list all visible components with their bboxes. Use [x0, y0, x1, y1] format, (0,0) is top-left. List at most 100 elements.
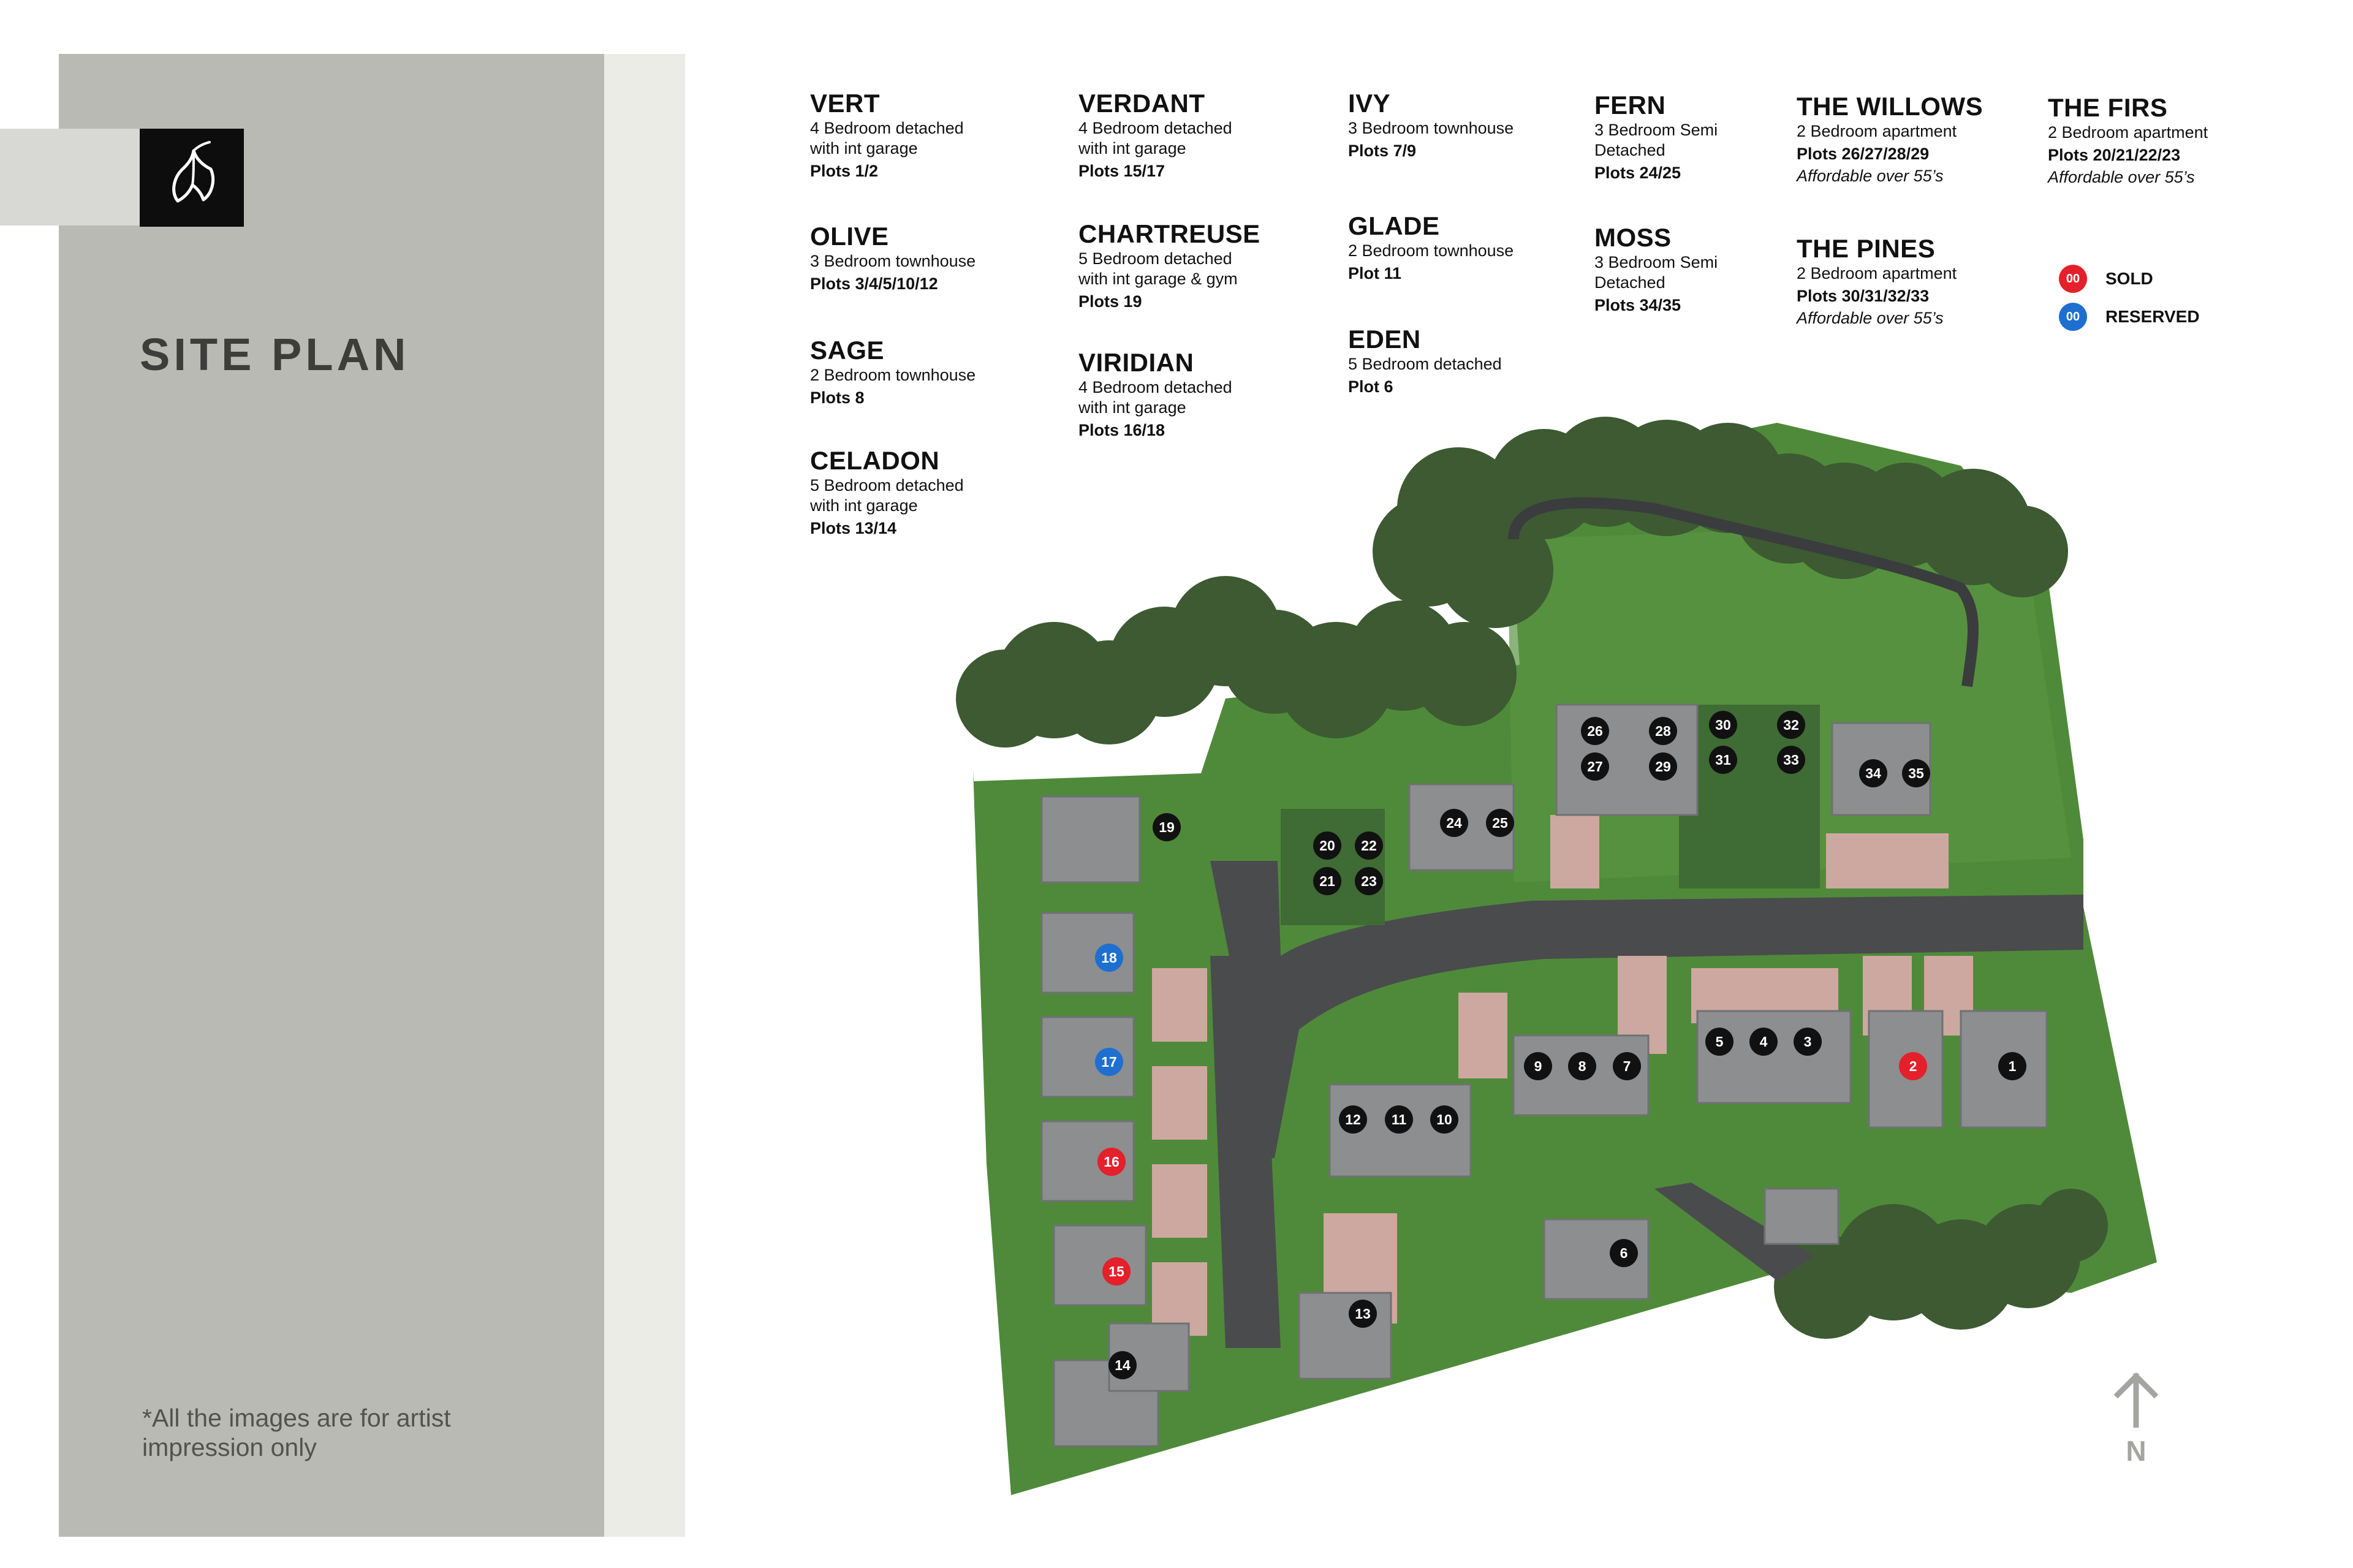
house-type-description: 3 Bedroom Semi	[1594, 121, 1718, 139]
plot-marker-10[interactable]: 10	[1430, 1105, 1458, 1134]
house-type-note: Affordable over 55’s	[2048, 168, 2195, 186]
plot-marker-28[interactable]: 28	[1649, 717, 1677, 745]
brand-logo	[140, 129, 244, 227]
legend-reserved: 00 RESERVED	[2059, 303, 2200, 331]
house-type-name: CHARTREUSE	[1078, 219, 1260, 248]
house-type-name: THE FIRS	[2048, 93, 2168, 122]
plot-marker-18[interactable]: 18	[1095, 944, 1123, 972]
house-type-description: 2 Bedroom apartment	[2048, 123, 2208, 142]
legend-sold: 00 SOLD	[2059, 265, 2153, 293]
plot-marker-2[interactable]: 2	[1899, 1052, 1927, 1080]
legend-sold-marker: 00	[2059, 265, 2087, 293]
house-type-plots: Plots 7/9	[1348, 142, 1417, 160]
plot-marker-31[interactable]: 31	[1709, 746, 1737, 774]
north-arrow-icon	[2113, 1372, 2159, 1428]
plot-marker-17[interactable]: 17	[1095, 1048, 1123, 1076]
house-type-description: 4 Bedroom detached	[810, 119, 964, 137]
side-road	[1654, 1183, 1814, 1281]
house-type-description: 3 Bedroom townhouse	[810, 252, 976, 270]
plot-marker-3[interactable]: 3	[1794, 1028, 1822, 1056]
plot-marker-13[interactable]: 13	[1349, 1300, 1377, 1328]
plot-marker-25[interactable]: 25	[1486, 809, 1514, 837]
plot-marker-21[interactable]: 21	[1313, 867, 1341, 895]
house-type-name: VERDANT	[1078, 89, 1205, 118]
plot-marker-35[interactable]: 35	[1902, 759, 1930, 787]
house-type-plots: Plots 3/4/5/10/12	[810, 275, 938, 293]
house-type-description: with int garage	[1078, 139, 1186, 157]
house-type-description: 3 Bedroom Semi	[1594, 253, 1718, 271]
house-type-plots: Plots 16/18	[1078, 421, 1165, 439]
plot-marker-23[interactable]: 23	[1355, 867, 1383, 895]
plot-marker-19[interactable]: 19	[1153, 813, 1181, 841]
house-type-name: VIRIDIAN	[1078, 348, 1194, 377]
north-label: N	[2126, 1435, 2146, 1467]
house-type-plots: Plots 20/21/22/23	[2048, 146, 2181, 164]
house-type-description: 2 Bedroom apartment	[1797, 122, 1957, 140]
tree-belt-south	[1774, 1189, 2108, 1339]
plot-marker-16[interactable]: 16	[1097, 1148, 1126, 1176]
plot-marker-14[interactable]: 14	[1108, 1351, 1137, 1379]
plot-marker-6[interactable]: 6	[1610, 1239, 1638, 1267]
house-type-name: IVY	[1348, 89, 1391, 118]
house-type-description: with int garage	[810, 139, 918, 157]
tree-belt-north	[956, 417, 2068, 748]
plot-marker-5[interactable]: 5	[1705, 1028, 1733, 1056]
house-type-name: EDEN	[1348, 325, 1421, 354]
plot-marker-15[interactable]: 15	[1102, 1257, 1131, 1286]
plot-marker-9[interactable]: 9	[1524, 1052, 1552, 1080]
plot-marker-8[interactable]: 8	[1568, 1052, 1596, 1080]
plot-marker-1[interactable]: 1	[1998, 1052, 2026, 1080]
house-type-name: GLADE	[1348, 211, 1440, 240]
plot-marker-4[interactable]: 4	[1749, 1028, 1778, 1056]
plot-marker-24[interactable]: 24	[1440, 809, 1468, 837]
sidebar-tab	[0, 129, 140, 225]
house-type-description: 5 Bedroom detached	[1348, 355, 1502, 373]
house-type-description: with int garage & gym	[1078, 270, 1238, 288]
legend-sold-label: SOLD	[2105, 269, 2153, 288]
page-title: SITE PLAN	[140, 329, 410, 380]
plot-marker-33[interactable]: 33	[1777, 746, 1805, 774]
plot-marker-7[interactable]: 7	[1613, 1052, 1641, 1080]
house-type-plots: Plots 15/17	[1078, 162, 1165, 180]
house-type-description: Detached	[1594, 273, 1665, 292]
house-type-plots: Plots 19	[1078, 292, 1142, 311]
plot-marker-26[interactable]: 26	[1581, 717, 1609, 745]
house-type-description: with int garage	[810, 496, 918, 515]
plot-marker-29[interactable]: 29	[1649, 752, 1677, 781]
house-type-plots: Plot 11	[1348, 264, 1402, 282]
sidebar-panel	[59, 54, 604, 1537]
house-type-description: 2 Bedroom townhouse	[1348, 241, 1514, 260]
disclaimer-text: *All the images are for artist impressio…	[142, 1404, 451, 1461]
bellflower-logo-icon	[172, 141, 214, 203]
legend-reserved-marker: 00	[2059, 303, 2087, 331]
house-type-plots: Plots 26/27/28/29	[1797, 145, 1930, 163]
plot-marker-32[interactable]: 32	[1777, 711, 1805, 739]
plot-marker-27[interactable]: 27	[1581, 752, 1609, 781]
house-type-description: 2 Bedroom townhouse	[810, 366, 976, 384]
plot-marker-12[interactable]: 12	[1339, 1105, 1367, 1134]
house-type-description: 3 Bedroom townhouse	[1348, 119, 1514, 137]
house-type-description: 5 Bedroom detached	[810, 476, 964, 494]
north-indicator: N	[2107, 1372, 2165, 1468]
plot-marker-20[interactable]: 20	[1313, 831, 1341, 860]
sidebar-strip	[604, 54, 685, 1537]
house-type-plots: Plots 24/25	[1594, 164, 1681, 182]
plot-marker-30[interactable]: 30	[1709, 711, 1737, 739]
house-type-description: 4 Bedroom detached	[1078, 119, 1232, 137]
plot-marker-22[interactable]: 22	[1355, 831, 1383, 860]
plot-marker-11[interactable]: 11	[1385, 1105, 1413, 1134]
house-type-name: THE WILLOWS	[1797, 92, 1984, 121]
plot-marker-34[interactable]: 34	[1859, 759, 1887, 787]
